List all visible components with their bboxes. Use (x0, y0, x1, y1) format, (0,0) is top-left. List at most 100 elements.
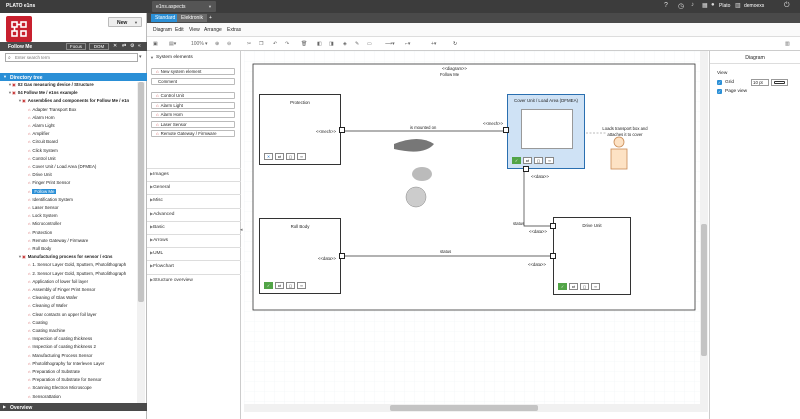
cut-icon[interactable]: ✂ (247, 41, 252, 47)
bracket-icon[interactable]: [] (286, 282, 295, 289)
palette-item[interactable]: ⌂Control Unit (151, 92, 235, 99)
palette-section[interactable]: ▶ Structure overview (147, 273, 241, 284)
port[interactable] (503, 127, 509, 133)
grid-icon[interactable]: ▦ (702, 3, 708, 9)
link-icon[interactable]: ⇄ (523, 157, 532, 164)
palette-item[interactable]: Comment (151, 77, 235, 85)
bracket-icon[interactable]: [] (580, 283, 589, 290)
building-icon[interactable]: ▥ (735, 3, 741, 9)
canvas-horizontal-scrollbar[interactable] (244, 404, 708, 412)
add-tab-button[interactable]: + (209, 15, 212, 21)
tree-item[interactable]: ⌂Amplifier (28, 131, 50, 136)
tree-item[interactable]: ⌂Assembly of Finger Print Sensor (28, 287, 95, 292)
tree-scrollbar[interactable] (137, 82, 145, 408)
tree-item[interactable]: ⌂Identification System (28, 197, 73, 202)
tree-item[interactable]: ⌂Follow Me (28, 188, 57, 194)
focus-button[interactable]: Focus (66, 43, 86, 50)
page-icon[interactable]: ▤▾ (169, 41, 177, 47)
tree-item[interactable]: ⌂Cleaning of Wafer (28, 303, 67, 308)
logout-icon[interactable]: ⏻ (784, 2, 790, 9)
clock-icon[interactable]: ◷ (678, 3, 685, 10)
new-button[interactable]: New ▼ (108, 17, 142, 27)
collapse-palette-icon[interactable]: ◂ (240, 227, 243, 233)
settings-icon[interactable]: ⚙ (130, 43, 135, 49)
palette-section[interactable]: ▶ Arrows (147, 234, 241, 244)
tree-item[interactable]: ⌂Preparation of Substrate (28, 369, 80, 374)
overview-header[interactable]: ▶ Overview (0, 403, 147, 411)
chevron-down-icon[interactable]: ▾ (205, 41, 208, 47)
palette-item[interactable]: ⌂New system element (151, 68, 235, 75)
close-icon[interactable]: ✕ (113, 43, 118, 49)
palette-item[interactable]: ⌂Laser Sensor (151, 120, 235, 128)
grid-color-button[interactable] (771, 79, 788, 86)
tree-item[interactable]: ⌂Finger Print Sensor (28, 180, 70, 185)
user-name[interactable]: Plato (719, 3, 731, 9)
infinity-icon[interactable]: ∞ (297, 153, 306, 160)
delete-icon[interactable]: 🗑 (301, 41, 308, 47)
palette-section[interactable]: ▶ General (147, 181, 241, 191)
menu-view[interactable]: View (189, 27, 200, 33)
palette-section[interactable]: ▶ Images (147, 168, 241, 178)
tree-item[interactable]: ⌂Application of lower foil layer (28, 279, 88, 284)
tree-item[interactable]: ⌂Inspection of coating thickness 2 (28, 344, 96, 349)
palette-section[interactable]: ▶ Misc (147, 194, 241, 204)
tree-item[interactable]: ▼ ▣04 Follow Me / e1ns example (8, 90, 78, 95)
infinity-icon[interactable]: ∞ (297, 282, 306, 289)
tree-item[interactable]: ⌂Laser Sensor (28, 205, 59, 210)
tree-item[interactable]: ⌂Cover Unit / Load Area (DFMEA) (28, 164, 96, 169)
tree-item[interactable]: ⌂Lock System (28, 213, 58, 218)
fill-color-icon[interactable]: ◈ (343, 41, 347, 47)
tree-item[interactable]: ▼ ▣Manufacturing process for sensor / e1… (18, 254, 112, 259)
system-elements-header[interactable]: ▼ System elements (150, 55, 193, 60)
tree-item[interactable]: ⌂Drive Unit (28, 172, 52, 177)
tree-item[interactable]: ⌂Alarm Light (28, 123, 55, 128)
link-icon[interactable]: ⇄ (569, 283, 578, 290)
link-icon[interactable]: ⇄ (275, 282, 284, 289)
port[interactable] (339, 127, 345, 133)
tree-item[interactable]: ⌂Roll Body (28, 246, 51, 251)
tree-item[interactable]: ⌂Manufacturing Process Sensor (28, 353, 92, 358)
dom-button[interactable]: DOM (89, 43, 109, 50)
infinity-icon[interactable]: ∞ (545, 157, 554, 164)
copy-icon[interactable]: ❐ (259, 41, 264, 47)
palette-item[interactable]: ⌂Alarm Horn (151, 111, 235, 118)
palette-section[interactable]: ▶ Flowchart (147, 260, 241, 270)
undo-icon[interactable]: ↶ (273, 41, 278, 47)
insert-icon[interactable]: +▾ (431, 41, 437, 47)
check-icon[interactable]: ✓ (512, 157, 521, 164)
shadow-icon[interactable]: ▭ (367, 41, 372, 47)
connection-icon[interactable]: ⟶▾ (385, 41, 395, 47)
tree-item[interactable]: ⌂2. Sensor Layer Gold, Sputtern, Photoli… (28, 271, 126, 276)
grid-size-input[interactable]: 10 pt (751, 79, 769, 86)
port[interactable] (550, 223, 556, 229)
tree-item[interactable]: ⌂Remote Gateway / Firmware (28, 238, 88, 243)
collapse-icon[interactable]: « (138, 43, 141, 49)
page-view-checkbox[interactable]: ✓ (717, 89, 722, 94)
org-name[interactable]: demoexs (744, 3, 765, 9)
tree-item[interactable]: ⌂Microcontroller (28, 221, 61, 226)
check-icon[interactable]: ✓ (264, 282, 273, 289)
link-icon[interactable]: ⇄ (122, 43, 127, 49)
context-tab[interactable]: e1ns.aspects ▼ (152, 1, 216, 12)
redo-icon[interactable]: ↷ (285, 41, 290, 47)
tree-item[interactable]: ⌂Sensorattation (28, 394, 61, 399)
link-icon[interactable]: ⇄ (275, 153, 284, 160)
menu-diagram[interactable]: Diagram (153, 27, 172, 33)
palette-item[interactable]: ⌂Alarm Light (151, 101, 235, 109)
menu-extras[interactable]: Extras (227, 27, 242, 33)
canvas-vertical-scrollbar[interactable] (700, 51, 708, 404)
close-icon[interactable]: ✕ (264, 153, 273, 160)
tree-item[interactable]: ▼ ▣02 Gas measuring device / Structure (8, 82, 94, 87)
tree-item[interactable]: ⌂Coating machine (28, 328, 65, 333)
format-panel-toggle-icon[interactable]: ▥ (785, 41, 790, 47)
save-icon[interactable]: ▣ (153, 41, 158, 47)
port[interactable] (550, 253, 556, 259)
search-options-icon[interactable]: ▾ (139, 54, 142, 60)
front-icon[interactable]: ◧ (317, 41, 322, 47)
tab-standard[interactable]: Standard (151, 14, 180, 22)
line-color-icon[interactable]: ✎ (355, 41, 360, 47)
infinity-icon[interactable]: ∞ (591, 283, 600, 290)
waypoint-icon[interactable]: ⌐▾ (405, 41, 411, 47)
zoom-in-icon[interactable]: ⊕ (215, 41, 220, 47)
tree-item[interactable]: ⌂Protection (28, 230, 52, 235)
